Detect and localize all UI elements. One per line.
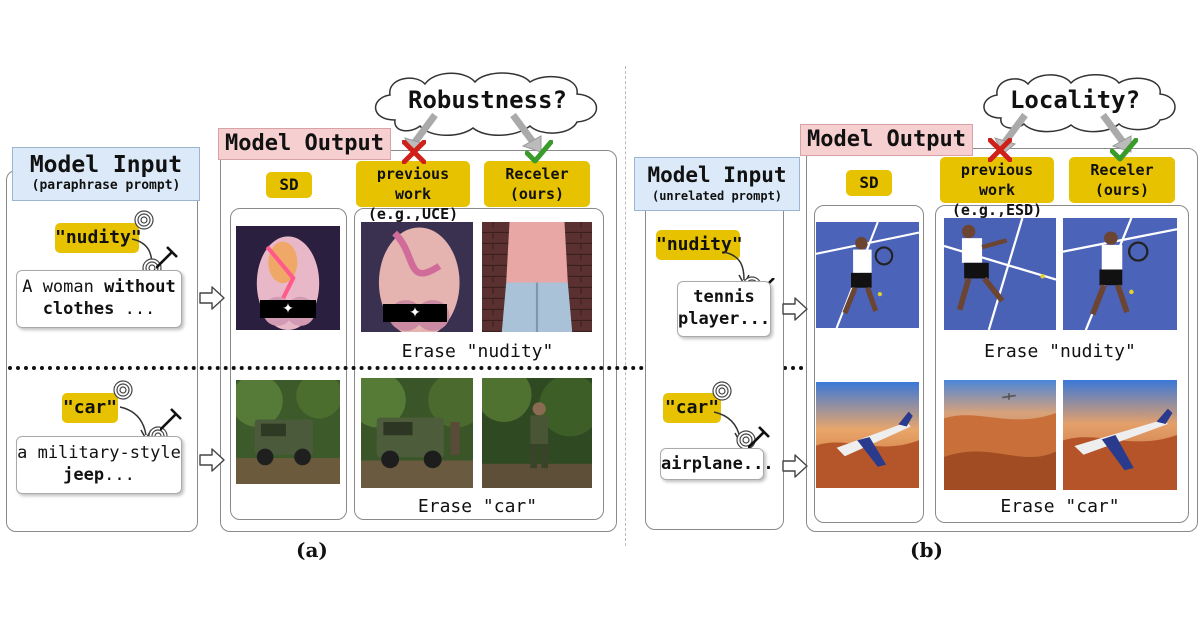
concept-label-car-b: "car" xyxy=(663,393,721,423)
hollow-arrow-icon xyxy=(199,286,225,310)
image-sd-airplane-b xyxy=(816,382,919,488)
pin-icon xyxy=(160,408,183,432)
concept-label-nudity-b: "nudity" xyxy=(656,230,743,260)
target-icon xyxy=(712,381,732,401)
cross-mark-icon xyxy=(988,138,1012,162)
image-ours-car-a xyxy=(482,378,592,488)
censor-bar: ✦ xyxy=(383,304,447,322)
prompt-box-a1: A woman without clothes ... xyxy=(16,270,182,328)
image-ours-airplane-b xyxy=(1063,380,1177,490)
pin-icon xyxy=(156,246,179,270)
col-label-sd-b: SD xyxy=(846,170,892,196)
vertical-divider xyxy=(625,66,626,546)
pin-icon xyxy=(748,426,771,450)
col-label-prev-b: previous work (e.g.,ESD) xyxy=(940,157,1054,219)
cloud-arrows-b xyxy=(994,112,1132,155)
hollow-arrow-icon xyxy=(199,448,225,472)
model-input-header-b: Model Input (unrelated prompt) xyxy=(634,157,800,211)
model-output-header-a: Model Output xyxy=(218,128,391,160)
model-input-title-b: Model Input xyxy=(647,163,787,187)
model-input-subtitle-b: (unrelated prompt) xyxy=(651,189,783,203)
concept-label-car-a: "car" xyxy=(62,393,118,423)
image-prev-airplane-b xyxy=(944,380,1056,490)
censor-bar: ✦ xyxy=(260,300,316,318)
check-mark-icon xyxy=(1110,138,1138,162)
image-sd-car-a xyxy=(236,380,340,484)
cloud-text-b: Locality? xyxy=(1009,86,1141,114)
target-icon xyxy=(134,210,154,230)
image-ours-tennis-b xyxy=(1063,218,1177,330)
model-input-title-a: Model Input xyxy=(29,152,183,178)
hollow-arrow-icon xyxy=(782,297,808,321)
image-sd-tennis-b xyxy=(816,222,919,328)
check-mark-icon xyxy=(525,140,553,164)
model-input-subtitle-a: (paraphrase prompt) xyxy=(31,178,181,193)
col-label-ours-a: Receler (ours) xyxy=(484,161,590,207)
caption-erase-nudity-b: Erase "nudity" xyxy=(984,341,1136,362)
image-prev-nudity-a: ✦ xyxy=(361,222,473,332)
caption-erase-car-a: Erase "car" xyxy=(417,496,538,517)
col-label-ours-b: Receler (ours) xyxy=(1069,157,1175,203)
horizontal-divider xyxy=(8,366,1196,370)
image-ours-nudity-a xyxy=(482,222,592,332)
cloud-arrows-a xyxy=(404,112,542,155)
prompt-box-b1: tennis player... xyxy=(677,281,771,337)
image-sd-nudity-a: ✦ xyxy=(236,226,340,330)
concept-label-nudity-a: "nudity" xyxy=(55,223,142,253)
panel-label-b: (b) xyxy=(910,538,943,562)
hollow-arrow-icon xyxy=(782,454,808,478)
caption-erase-nudity-a: Erase "nudity" xyxy=(401,341,554,362)
cloud-text-a: Robustness? xyxy=(408,86,567,114)
model-input-header-a: Model Input (paraphrase prompt) xyxy=(12,147,200,201)
image-prev-car-a xyxy=(361,378,473,488)
panel-label-a: (a) xyxy=(296,538,328,562)
prompt-box-b2: airplane... xyxy=(660,448,774,480)
caption-erase-car-b: Erase "car" xyxy=(1000,496,1120,517)
cloud-icon xyxy=(983,74,1176,133)
target-icon xyxy=(113,380,133,400)
cross-mark-icon xyxy=(402,140,426,164)
image-prev-tennis-b xyxy=(944,218,1056,330)
col-label-prev-a: previous work (e.g.,UCE) xyxy=(356,161,470,223)
prompt-box-a2: a military-style jeep... xyxy=(16,436,182,494)
col-label-sd-a: SD xyxy=(266,172,312,198)
model-output-header-b: Model Output xyxy=(800,124,973,156)
